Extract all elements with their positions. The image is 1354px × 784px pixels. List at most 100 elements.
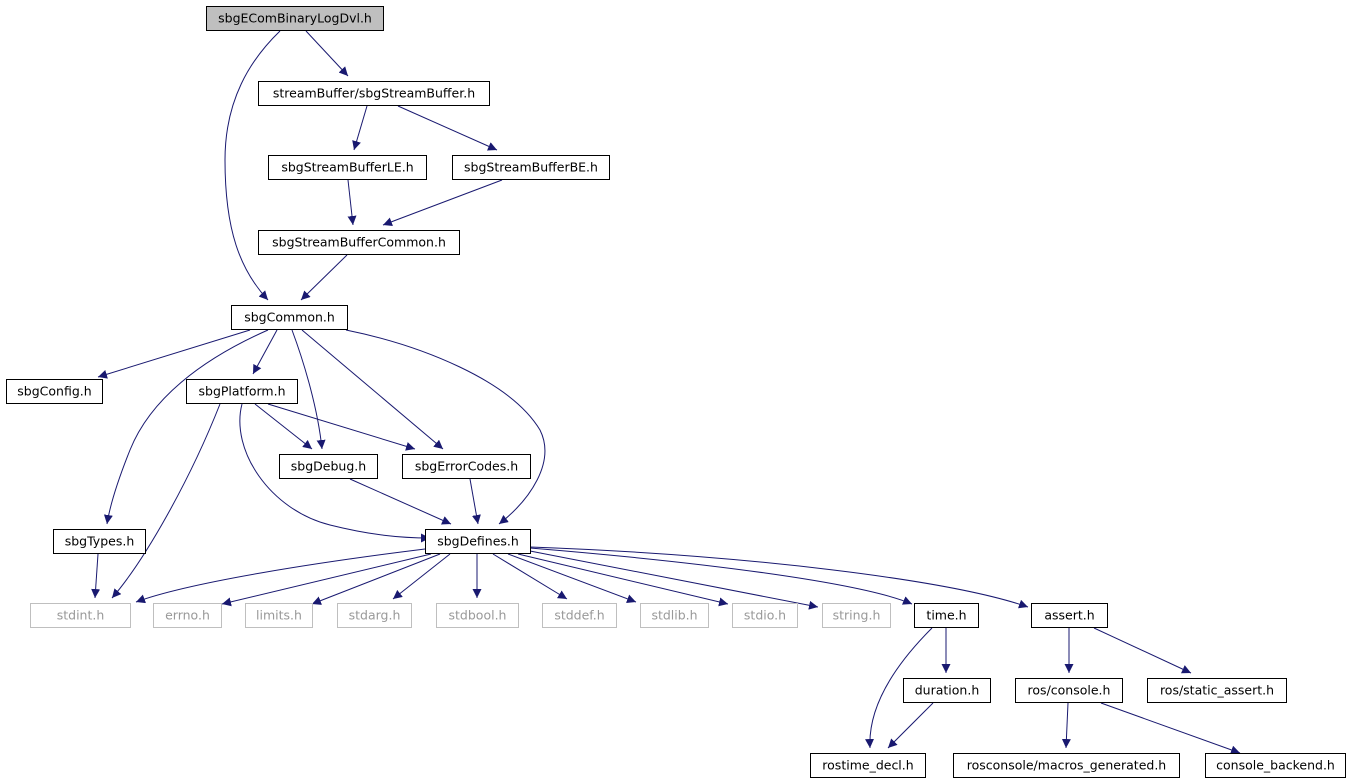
edge-defines-to-time <box>529 547 913 605</box>
node-label: sbgPlatform.h <box>199 384 286 399</box>
node-box <box>436 603 519 628</box>
node-debug[interactable]: sbgDebug.h <box>279 454 378 479</box>
edge-sb-to-sbbe <box>397 105 498 151</box>
node-box <box>732 603 798 628</box>
edge-defines-to-limits <box>311 553 441 605</box>
node-platform[interactable]: sbgPlatform.h <box>186 379 298 404</box>
node-label: stddef.h <box>554 608 604 623</box>
node-common[interactable]: sbgCommon.h <box>231 305 348 330</box>
edge-defines-to-errno <box>221 553 432 607</box>
node-label: streamBuffer/sbgStreamBuffer.h <box>273 86 475 101</box>
node-box <box>425 529 531 554</box>
edge-defines-to-string <box>529 550 819 610</box>
node-errcodes[interactable]: sbgErrorCodes.h <box>402 454 531 479</box>
node-box <box>206 6 384 31</box>
node-types[interactable]: sbgTypes.h <box>53 529 146 554</box>
edge-errcodes-to-defines <box>469 478 481 525</box>
edge-platform-to-errcodes <box>267 403 416 451</box>
edge-duration-to-rostime <box>887 702 934 749</box>
node-box <box>953 753 1180 778</box>
node-duration[interactable]: duration.h <box>903 678 991 703</box>
node-root[interactable]: sbgEComBinaryLogDvl.h <box>206 6 384 31</box>
edge-sble-to-sbc <box>347 179 357 226</box>
node-stdint: stdint.h <box>30 603 131 628</box>
edge-rosconsole-to-macros <box>1061 702 1071 749</box>
edge-defines-to-stdarg <box>392 553 451 600</box>
node-box <box>452 155 610 180</box>
edge-defines-to-assert <box>529 546 1029 609</box>
node-limits: limits.h <box>245 603 313 628</box>
node-box <box>1147 678 1287 703</box>
node-box <box>822 603 891 628</box>
node-box <box>1031 603 1108 628</box>
node-box <box>186 379 298 404</box>
edge-platform-to-stdint <box>111 403 221 599</box>
node-label: sbgCommon.h <box>244 310 335 325</box>
edge-defines-to-stdio <box>517 553 729 607</box>
node-label: limits.h <box>256 608 302 623</box>
node-defines[interactable]: sbgDefines.h <box>425 529 531 554</box>
node-label: rostime_decl.h <box>822 758 913 773</box>
node-sbbe[interactable]: sbgStreamBufferBE.h <box>452 155 610 180</box>
node-string: string.h <box>822 603 891 628</box>
node-label: errno.h <box>165 608 210 623</box>
node-rostime[interactable]: rostime_decl.h <box>810 753 926 778</box>
node-config[interactable]: sbgConfig.h <box>6 379 103 404</box>
node-rosconsole[interactable]: ros/console.h <box>1015 678 1123 703</box>
edge-types-to-stdint <box>91 553 101 599</box>
edge-common-to-debug <box>291 329 326 450</box>
edge-common-to-defines <box>345 329 546 525</box>
node-box <box>640 603 709 628</box>
edge-assert-to-staticassert <box>1093 627 1192 674</box>
edge-defines-to-stdint <box>135 548 426 604</box>
node-box <box>279 454 378 479</box>
node-sb[interactable]: streamBuffer/sbgStreamBuffer.h <box>258 81 490 106</box>
node-label: stdbool.h <box>449 608 507 623</box>
node-errno: errno.h <box>153 603 222 628</box>
edge-sbc-to-common <box>300 254 348 301</box>
edge-time-to-rostime <box>865 627 933 749</box>
node-box <box>153 603 222 628</box>
node-box <box>268 155 427 180</box>
node-stddef: stddef.h <box>542 603 617 628</box>
node-label: time.h <box>926 608 966 623</box>
node-label: stdlib.h <box>651 608 697 623</box>
node-box <box>30 603 131 628</box>
edge-debug-to-defines <box>349 478 452 525</box>
node-box <box>337 603 412 628</box>
node-time[interactable]: time.h <box>914 603 979 628</box>
node-label: sbgDebug.h <box>291 459 366 474</box>
node-label: sbgEComBinaryLogDvl.h <box>218 11 372 26</box>
edge-root-to-common <box>224 30 281 301</box>
node-label: string.h <box>833 608 881 623</box>
node-box <box>231 305 348 330</box>
node-box <box>1205 753 1346 778</box>
node-label: ros/console.h <box>1028 683 1111 698</box>
node-box <box>53 529 146 554</box>
node-box <box>402 454 531 479</box>
edge-common-to-config <box>97 329 251 379</box>
node-label: rosconsole/macros_generated.h <box>967 758 1166 773</box>
node-stdarg: stdarg.h <box>337 603 412 628</box>
node-box <box>542 603 617 628</box>
node-label: sbgStreamBufferBE.h <box>464 160 598 175</box>
edge-defines-to-stddef <box>492 553 568 600</box>
node-backend[interactable]: console_backend.h <box>1205 753 1346 778</box>
node-macros[interactable]: rosconsole/macros_generated.h <box>953 753 1180 778</box>
node-box <box>810 753 926 778</box>
edge-defines-to-stdlib <box>507 553 637 604</box>
edge-common-to-types <box>103 329 269 525</box>
edge-root-to-sb <box>305 30 349 77</box>
node-box <box>245 603 313 628</box>
node-assert[interactable]: assert.h <box>1031 603 1108 628</box>
node-staticassert[interactable]: ros/static_assert.h <box>1147 678 1287 703</box>
node-box <box>1015 678 1123 703</box>
node-label: sbgStreamBufferLE.h <box>281 160 413 175</box>
node-label: stdarg.h <box>349 608 401 623</box>
node-stdio: stdio.h <box>732 603 798 628</box>
node-label: stdint.h <box>57 608 105 623</box>
node-box <box>914 603 979 628</box>
node-sble[interactable]: sbgStreamBufferLE.h <box>268 155 427 180</box>
node-stdlib: stdlib.h <box>640 603 709 628</box>
node-sbc[interactable]: sbgStreamBufferCommon.h <box>258 230 460 255</box>
